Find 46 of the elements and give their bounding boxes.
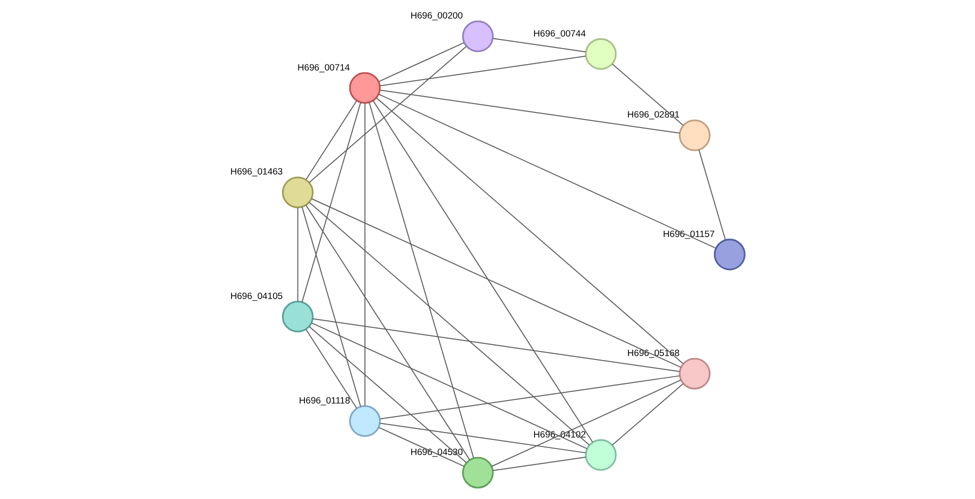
connector (306, 100, 358, 180)
connector (491, 380, 682, 467)
node-circle (349, 72, 381, 104)
connector (306, 328, 358, 409)
connector (310, 198, 682, 368)
connector (378, 42, 465, 82)
node-circle (678, 358, 711, 390)
connector (379, 56, 586, 86)
connector (297, 207, 298, 302)
connector (378, 94, 716, 249)
node-circle (714, 238, 746, 270)
connector (378, 426, 465, 467)
node-circle (282, 300, 314, 332)
node-circle (282, 176, 314, 208)
node-label: H696_04105 (230, 290, 283, 301)
connector (312, 318, 680, 372)
connector (302, 206, 362, 408)
connector (308, 46, 467, 183)
node-circle (349, 405, 381, 437)
node-circle (462, 20, 494, 52)
connector (372, 100, 593, 443)
node-label: H696_00200 (410, 10, 463, 21)
connector (368, 102, 474, 459)
connector (364, 102, 366, 406)
connector (308, 202, 590, 446)
node-label: H696_00714 (298, 62, 350, 72)
node-label: H696_01463 (230, 166, 283, 177)
node-label: H696_01118 (299, 395, 350, 406)
connector (492, 38, 586, 52)
connector (612, 383, 684, 446)
connector (698, 149, 726, 240)
connector (376, 97, 684, 364)
connector (492, 456, 586, 471)
connector (379, 422, 586, 454)
connector (612, 63, 684, 126)
node-circle (585, 439, 617, 471)
connector (302, 102, 362, 303)
node-circle (678, 120, 711, 152)
node-circle (585, 38, 617, 70)
connector (311, 322, 588, 450)
node-circle (462, 456, 494, 488)
node-label: H696_00744 (533, 28, 586, 38)
connector (306, 204, 470, 460)
connector (308, 326, 467, 464)
connector (380, 90, 680, 134)
connector (380, 375, 680, 420)
